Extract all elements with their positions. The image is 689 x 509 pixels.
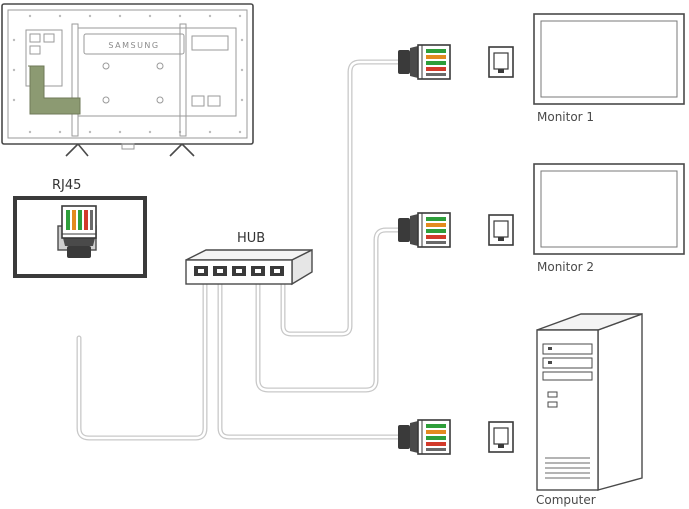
rj45-jack-monitor-1 [488, 46, 514, 78]
rj45-plug-monitor-1 [397, 44, 451, 80]
monitor-2 [533, 163, 685, 255]
display-brand-logo: SAMSUNG [108, 41, 159, 50]
monitor-1-label: Monitor 1 [537, 110, 594, 124]
monitor-2-label: Monitor 2 [537, 260, 594, 274]
computer-tower [536, 313, 643, 491]
display-back-view: SAMSUNG [1, 3, 254, 157]
rj45-plug-monitor-2 [397, 212, 451, 248]
rj45-plug-computer [397, 419, 451, 455]
rj45-jack-monitor-2 [488, 214, 514, 246]
computer-label: Computer [536, 493, 596, 507]
rj45-jack-computer [488, 421, 514, 453]
network-hub [185, 248, 313, 286]
rj45-label: RJ45 [52, 178, 81, 193]
display-vent-dots [12, 14, 244, 134]
hub-label: HUB [237, 231, 265, 246]
monitor-1 [533, 13, 685, 105]
network-cables [76, 59, 401, 441]
rj45-plug-display [61, 205, 97, 259]
display-rj45-highlight [28, 65, 81, 115]
